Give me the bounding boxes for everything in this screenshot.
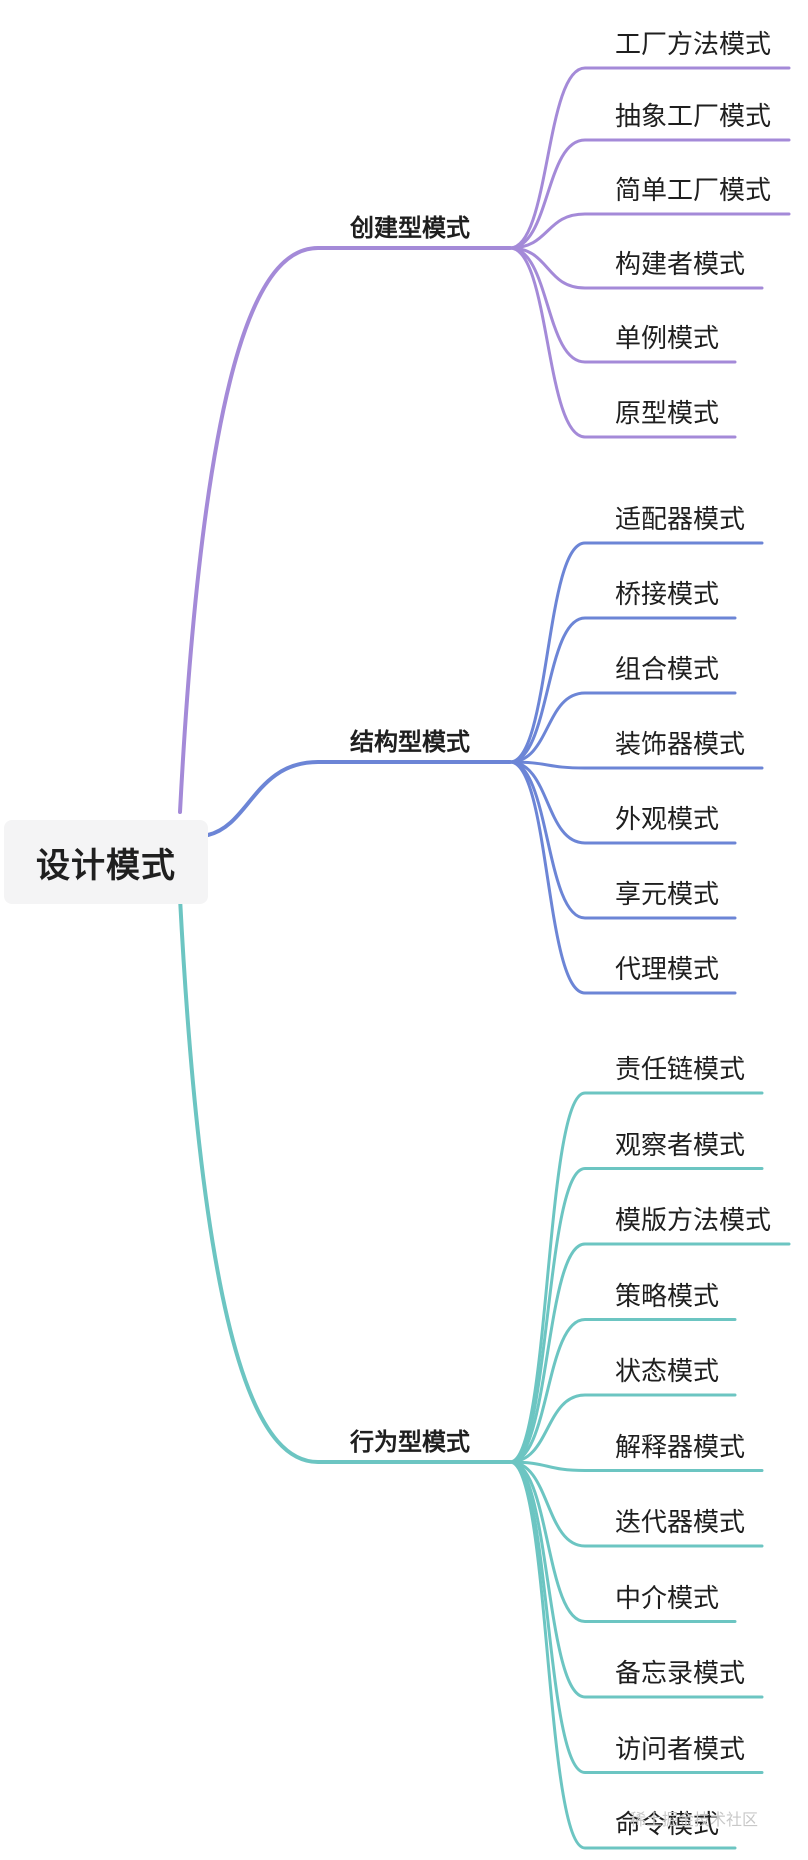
leaf-node-label[interactable]: 单例模式 — [615, 324, 720, 354]
leaf-connector — [508, 1460, 764, 1472]
leaf-node-label[interactable]: 工厂方法模式 — [615, 30, 772, 60]
leaf-node-label[interactable]: 观察者模式 — [615, 1130, 746, 1161]
leaf-node-label[interactable]: 策略模式 — [615, 1281, 720, 1312]
watermark: 稀土掘金技术社区 — [630, 1810, 759, 1829]
leaf-node-label[interactable]: 代理模式 — [615, 955, 720, 985]
leaf-connector — [508, 66, 791, 250]
leaf-node-label[interactable]: 迭代器模式 — [615, 1508, 746, 1538]
leaf-connector — [508, 246, 737, 439]
leaf-node-label[interactable]: 责任链模式 — [615, 1055, 746, 1085]
leaf-node-label[interactable]: 模版方法模式 — [615, 1206, 772, 1236]
leaf-node-label[interactable]: 装饰器模式 — [615, 730, 746, 760]
leaf-connector — [508, 246, 764, 290]
leaf-connector — [508, 246, 737, 364]
category-connector-1 — [206, 760, 512, 837]
leaf-connector — [508, 691, 737, 764]
leaf-connector — [508, 1460, 737, 1850]
leaf-connector — [508, 616, 737, 764]
root-node-label: 设计模式 — [36, 845, 176, 886]
leaf-node-label[interactable]: 组合模式 — [615, 655, 720, 685]
leaf-node-label[interactable]: 构建者模式 — [615, 250, 746, 280]
leaf-node-label[interactable]: 外观模式 — [615, 805, 720, 835]
leaf-connector — [508, 541, 764, 764]
leaf-connector — [508, 760, 737, 845]
leaf-connector — [508, 1460, 737, 1623]
leaf-connector — [508, 212, 791, 250]
leaf-node-label[interactable]: 状态模式 — [615, 1357, 720, 1387]
leaf-connector — [508, 1393, 737, 1464]
leaf-connector — [508, 138, 791, 250]
connector-lines — [178, 66, 791, 1850]
leaf-node-label[interactable]: 解释器模式 — [615, 1432, 746, 1463]
leaf-node-label[interactable]: 桥接模式 — [615, 580, 720, 610]
leaf-node-label[interactable]: 适配器模式 — [615, 505, 746, 535]
leaf-node-label[interactable]: 备忘录模式 — [615, 1659, 746, 1689]
leaf-node-label[interactable]: 抽象工厂模式 — [615, 102, 772, 132]
leaf-connector — [508, 1091, 764, 1464]
leaf-connector — [508, 1167, 764, 1464]
category-connector-0 — [178, 246, 512, 814]
category-label[interactable]: 结构型模式 — [350, 728, 470, 756]
leaf-connector — [508, 760, 764, 770]
leaf-node-label[interactable]: 享元模式 — [615, 880, 720, 910]
root-node[interactable]: 设计模式 — [4, 820, 208, 904]
leaf-connector — [508, 1242, 791, 1464]
category-label[interactable]: 行为型模式 — [350, 1428, 470, 1456]
category-connector-2 — [178, 896, 512, 1464]
leaf-node-label[interactable]: 简单工厂模式 — [615, 176, 772, 206]
leaf-node-label[interactable]: 命令模式 — [615, 1810, 720, 1840]
leaf-connector — [508, 760, 737, 995]
leaf-connector — [508, 1318, 737, 1464]
leaf-node-label[interactable]: 中介模式 — [615, 1583, 720, 1614]
category-label[interactable]: 创建型模式 — [350, 214, 470, 242]
leaf-node-label[interactable]: 原型模式 — [615, 399, 720, 429]
leaf-node-label[interactable]: 访问者模式 — [615, 1734, 746, 1765]
leaf-connector — [508, 760, 737, 920]
leaf-connector — [508, 1460, 764, 1548]
